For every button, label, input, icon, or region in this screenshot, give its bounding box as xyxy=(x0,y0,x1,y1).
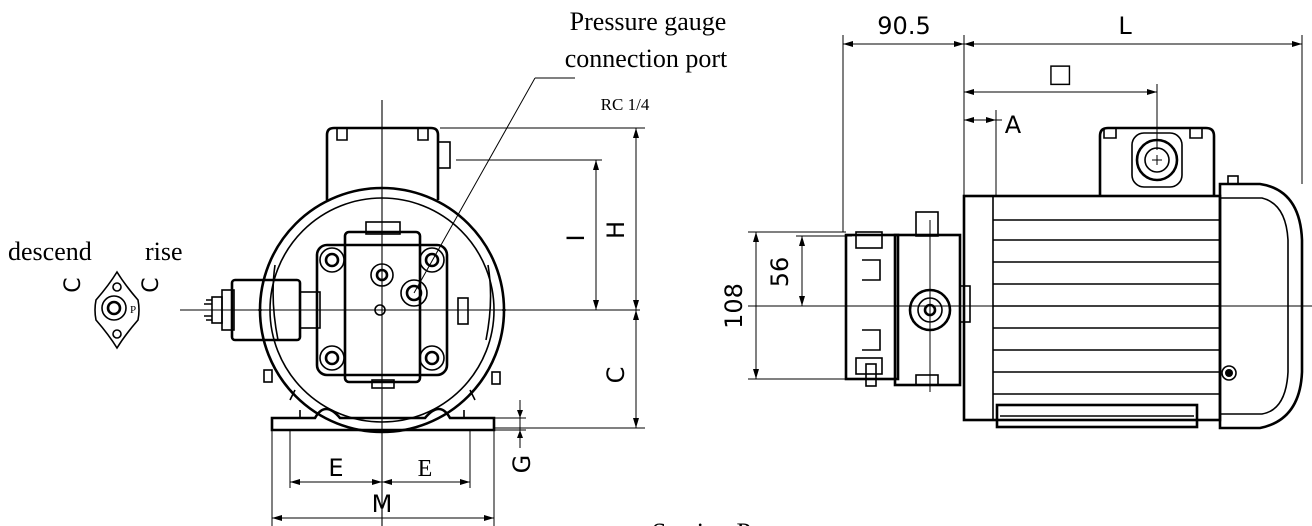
gauge-leader-line xyxy=(413,77,536,294)
dim-90-5: 90.5 xyxy=(842,12,965,232)
dim-56-label: 56 xyxy=(766,257,794,288)
rise-label: rise xyxy=(145,237,183,266)
pump-body xyxy=(315,221,449,389)
section-port-label: Section Port xyxy=(652,518,781,526)
gauge-port-fitting xyxy=(400,279,428,307)
dim-E: E E xyxy=(289,430,471,488)
dim-H-label: H xyxy=(602,221,630,239)
side-valve xyxy=(204,278,469,342)
pump-bolts xyxy=(319,247,445,371)
pressure-gauge-label-line1: Pressure gauge xyxy=(570,7,727,36)
dim-G: G xyxy=(494,400,536,473)
dim-90-5-label: 90.5 xyxy=(877,12,930,40)
bolt-bottom-right xyxy=(419,345,445,371)
dim-C: C xyxy=(494,310,645,429)
dim-G-label: G xyxy=(508,455,536,474)
dim-I: I xyxy=(456,159,602,310)
dim-E-left-label: E xyxy=(328,454,343,482)
port-symbol-right-label: C xyxy=(139,277,164,292)
port-thread-label: RC 1/4 xyxy=(601,95,650,114)
bolt-bottom-left xyxy=(319,345,345,371)
dim-square: □ xyxy=(964,59,1158,150)
port-p-label: P xyxy=(130,304,136,316)
dim-H: H xyxy=(440,127,645,428)
descend-label: descend xyxy=(8,237,92,266)
dim-square-label: □ xyxy=(1048,59,1073,89)
dim-A-label: A xyxy=(1005,111,1022,139)
motor-body xyxy=(962,175,1304,430)
front-view: H I C G xyxy=(180,77,645,526)
dim-E-right-label: E xyxy=(418,456,433,482)
dim-108-label: 108 xyxy=(720,283,748,329)
terminal-box xyxy=(325,126,451,200)
dim-A: A xyxy=(964,110,1022,196)
motor-casing xyxy=(258,186,506,434)
port-symbol-left-label: C xyxy=(61,277,86,292)
bolt-center xyxy=(370,263,394,316)
dim-L: L xyxy=(964,12,1303,184)
dim-108: 108 xyxy=(720,231,846,380)
dim-C-label: C xyxy=(602,367,630,384)
port-symbol: descend rise C C P xyxy=(8,237,183,350)
dim-L-label: L xyxy=(1118,12,1132,40)
dim-M: M xyxy=(271,430,495,526)
bolt-top-left xyxy=(319,247,345,273)
pressure-gauge-label-line2: connection port xyxy=(565,44,728,73)
dim-I-label: I xyxy=(562,234,590,241)
mounting-foot xyxy=(270,407,496,432)
side-view: 90.5 L □ A xyxy=(720,12,1312,430)
bolt-top-right xyxy=(419,247,445,273)
dim-56: 56 xyxy=(766,235,852,306)
pump-section xyxy=(844,211,971,392)
dim-M-label: M xyxy=(372,490,393,518)
